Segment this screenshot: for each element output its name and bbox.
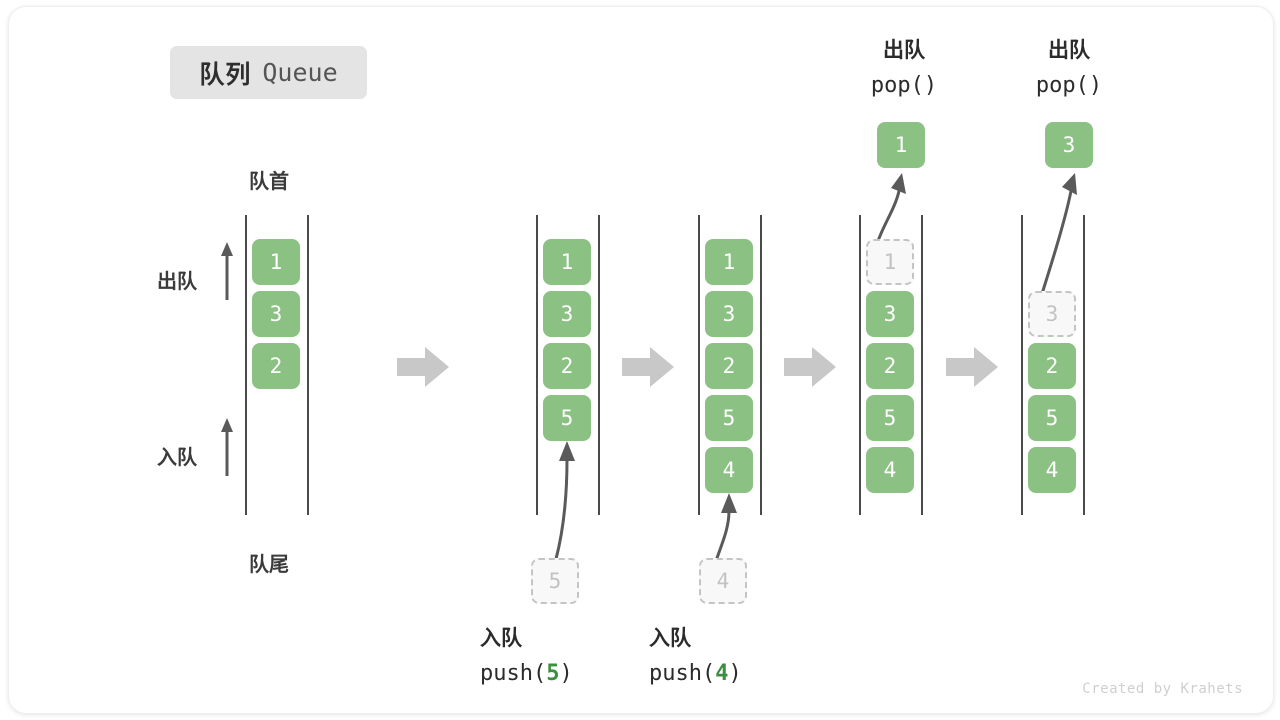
queue-element: 3 (705, 291, 753, 337)
queue-element: 5 (1028, 395, 1076, 441)
operation-label-push-5: 入队 push(5) (480, 620, 630, 692)
queue-element: 4 (705, 447, 753, 493)
queue-element: 2 (866, 343, 914, 389)
queue-rear-label: 队尾 (249, 552, 289, 576)
queue-rail-left (698, 215, 700, 515)
curved-arrow-icon (1039, 173, 1077, 299)
up-arrow-icon (221, 242, 233, 300)
operation-label-cn: 出队 (1048, 38, 1090, 62)
right-arrow-icon (946, 347, 998, 387)
queue-rail-left (859, 215, 861, 515)
queue-element: 4 (866, 447, 914, 493)
queue-element: 5 (866, 395, 914, 441)
queue-element: 3 (543, 291, 591, 337)
queue-element: 3 (866, 291, 914, 337)
operation-label-code: push(5) (480, 661, 573, 686)
right-arrow-icon (622, 347, 674, 387)
up-arrow-icon (221, 418, 233, 476)
diagram-title-badge: 队列 Queue (170, 46, 367, 99)
diagram-canvas: 队列 Queue 队首 队尾 出队 入队 1 3 2 1 3 2 5 5 入队 … (8, 6, 1274, 714)
queue-rail-left (245, 215, 247, 515)
queue-rail-right (760, 215, 762, 515)
queue-element: 3 (252, 291, 300, 337)
curved-arrow-icon (715, 493, 737, 560)
queue-rail-left (1021, 215, 1023, 515)
queue-element: 5 (705, 395, 753, 441)
operation-label-cn: 入队 (649, 626, 691, 650)
watermark: Created by Krahets (1082, 681, 1243, 697)
queue-element: 5 (543, 395, 591, 441)
incoming-element-ghost: 5 (531, 558, 579, 604)
queue-element: 1 (252, 239, 300, 285)
popped-element: 1 (877, 122, 925, 168)
queue-element: 2 (705, 343, 753, 389)
operation-label-code: pop() (1035, 73, 1103, 98)
queue-element-ghost: 1 (866, 239, 914, 285)
queue-rail-right (1083, 215, 1085, 515)
queue-element: 2 (1028, 343, 1076, 389)
queue-element: 4 (1028, 447, 1076, 493)
diagram-title-cn: 队列 (199, 59, 252, 89)
right-arrow-icon (397, 347, 449, 387)
queue-element: 1 (543, 239, 591, 285)
queue-element-ghost: 3 (1028, 291, 1076, 337)
operation-label-cn: 出队 (883, 38, 925, 62)
dequeue-direction-label: 出队 (157, 269, 197, 293)
operation-label-code: pop() (870, 73, 938, 98)
queue-element: 1 (705, 239, 753, 285)
queue-rail-left (536, 215, 538, 515)
popped-element: 3 (1045, 122, 1093, 168)
curved-arrow-icon (554, 441, 575, 561)
incoming-element-ghost: 4 (699, 558, 747, 604)
queue-rail-right (598, 215, 600, 515)
enqueue-direction-label: 入队 (157, 445, 197, 469)
operation-label-cn: 入队 (480, 626, 522, 650)
operation-label-code: push(4) (649, 661, 742, 686)
operation-label-push-4: 入队 push(4) (649, 620, 799, 692)
operation-label-pop-3: 出队 pop() (1004, 32, 1134, 104)
right-arrow-icon (784, 347, 836, 387)
curved-arrow-icon (875, 173, 906, 246)
queue-element: 2 (543, 343, 591, 389)
queue-rail-right (921, 215, 923, 515)
operation-label-pop-1: 出队 pop() (839, 32, 969, 104)
diagram-title-en: Queue (262, 58, 338, 87)
queue-element: 2 (252, 343, 300, 389)
queue-front-label: 队首 (249, 169, 289, 193)
queue-rail-right (307, 215, 309, 515)
